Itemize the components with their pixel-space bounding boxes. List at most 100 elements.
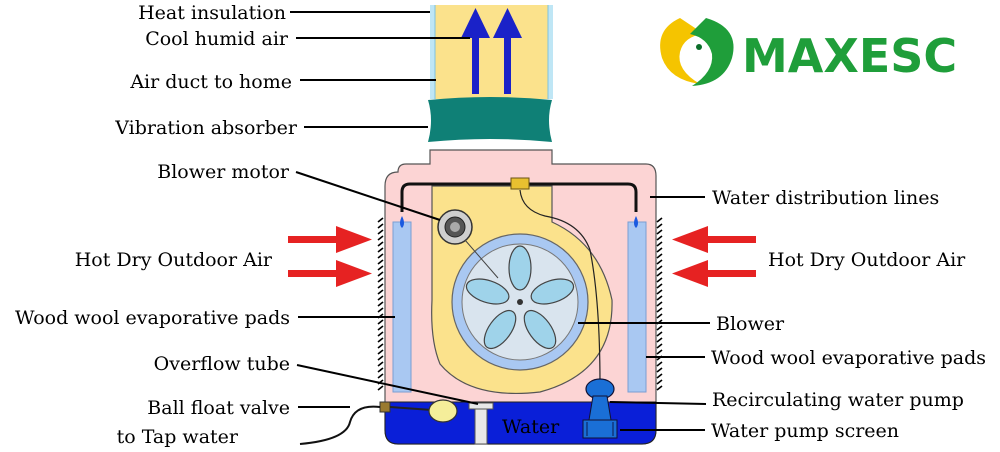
heat-insulation-right [548,5,553,99]
louver-slat [377,307,384,313]
louver-slat [656,223,663,229]
louver-slat [656,277,663,283]
louver-slat [377,331,384,337]
label-tap-water: to Tap water [117,426,239,448]
louver-slat [377,217,384,223]
pump-supply-tube [519,189,601,386]
louver-slat [656,367,663,373]
tap-water-pipe [299,405,381,445]
label-pads-left: Wood wool evaporative pads [15,307,290,329]
louver-slat [656,361,663,367]
louver-slat [656,307,663,313]
louver-slat [377,319,384,325]
label-hot-air-right: Hot Dry Outdoor Air [768,249,966,271]
evaporative-pad-left [392,221,412,393]
fan-blades-icon [465,245,575,350]
louver-slat [377,283,384,289]
water-drip-icon [634,216,638,228]
ball-float-valve-icon [379,399,458,423]
evaporative-pad-right [627,221,647,393]
louver-slat [377,337,384,343]
label-overflow-tube: Overflow tube [154,353,290,375]
louver-slat [656,373,663,379]
vibration-absorber [428,97,552,142]
louver-slat [656,379,663,385]
louver-slat [377,223,384,229]
louver-slat [656,217,663,223]
louver-slat [377,259,384,265]
blower-motor-icon [437,209,499,279]
overflow-tube [474,405,488,445]
louver-slat [656,331,663,337]
louver-left [377,217,384,391]
louver-slat [377,325,384,331]
louver-slat [377,361,384,367]
hot-air-arrow-icon [672,260,756,287]
louver-slat [656,283,663,289]
louver-slat [377,343,384,349]
louver-slat [377,253,384,259]
louver-slat [377,247,384,253]
louver-slat [377,241,384,247]
louver-slat [656,295,663,301]
water-drip-icon [400,216,404,228]
label-pump-screen: Water pump screen [711,420,899,442]
louver-slat [377,373,384,379]
label-blower: Blower [716,313,785,335]
louver-slat [656,265,663,271]
louver-slat [656,229,663,235]
recirculating-pump-icon [582,378,618,439]
louver-slat [377,229,384,235]
label-pads-right: Wood wool evaporative pads [711,347,986,369]
brand-name: MAXESC [742,29,957,83]
hot-air-arrow-icon [288,226,372,253]
maxesc-logo: MAXESC [660,18,957,86]
louver-slat [377,367,384,373]
louver-slat [656,241,663,247]
louver-slat [377,271,384,277]
label-ball-float-valve: Ball float valve [147,397,290,419]
louver-slat [656,235,663,241]
label-air-duct: Air duct to home [129,71,292,93]
louver-slat [377,349,384,355]
label-vibration-absorber: Vibration absorber [114,117,298,139]
label-water-distribution: Water distribution lines [712,187,939,209]
louver-slat [656,349,663,355]
louver-slat [656,259,663,265]
louver-slat [656,337,663,343]
louver-slat [377,295,384,301]
louver-slat [656,247,663,253]
louver-slat [377,289,384,295]
louver-slat [377,301,384,307]
louver-slat [656,271,663,277]
louver-slat [377,235,384,241]
label-heat-insulation: Heat insulation [138,2,286,24]
cool-air-arrow-icon [493,8,522,94]
louver-slat [377,385,384,391]
air-duct [435,5,548,99]
hot-air-arrow-icon [672,226,756,253]
heat-insulation-left [430,5,435,99]
louver-slat [377,265,384,271]
louver-slat [656,325,663,331]
hot-air-arrow-icon [288,260,372,287]
label-recirc-pump: Recirculating water pump [712,389,964,411]
louver-slat [656,313,663,319]
brand-swirl-icon [660,18,734,86]
label-cool-humid-air: Cool humid air [145,28,289,50]
label-blower-motor: Blower motor [157,161,290,183]
louver-slat [377,277,384,283]
louver-slat [656,385,663,391]
louver-slat [656,343,663,349]
louver-slat [377,355,384,361]
louver-slat [656,289,663,295]
leader-lines [290,11,710,431]
cool-air-arrow-icon [461,8,490,94]
label-hot-air-left: Hot Dry Outdoor Air [75,249,273,271]
distribution-valve [510,177,530,190]
louver-slat [656,253,663,259]
louver-right [656,217,663,391]
louver-slat [656,301,663,307]
